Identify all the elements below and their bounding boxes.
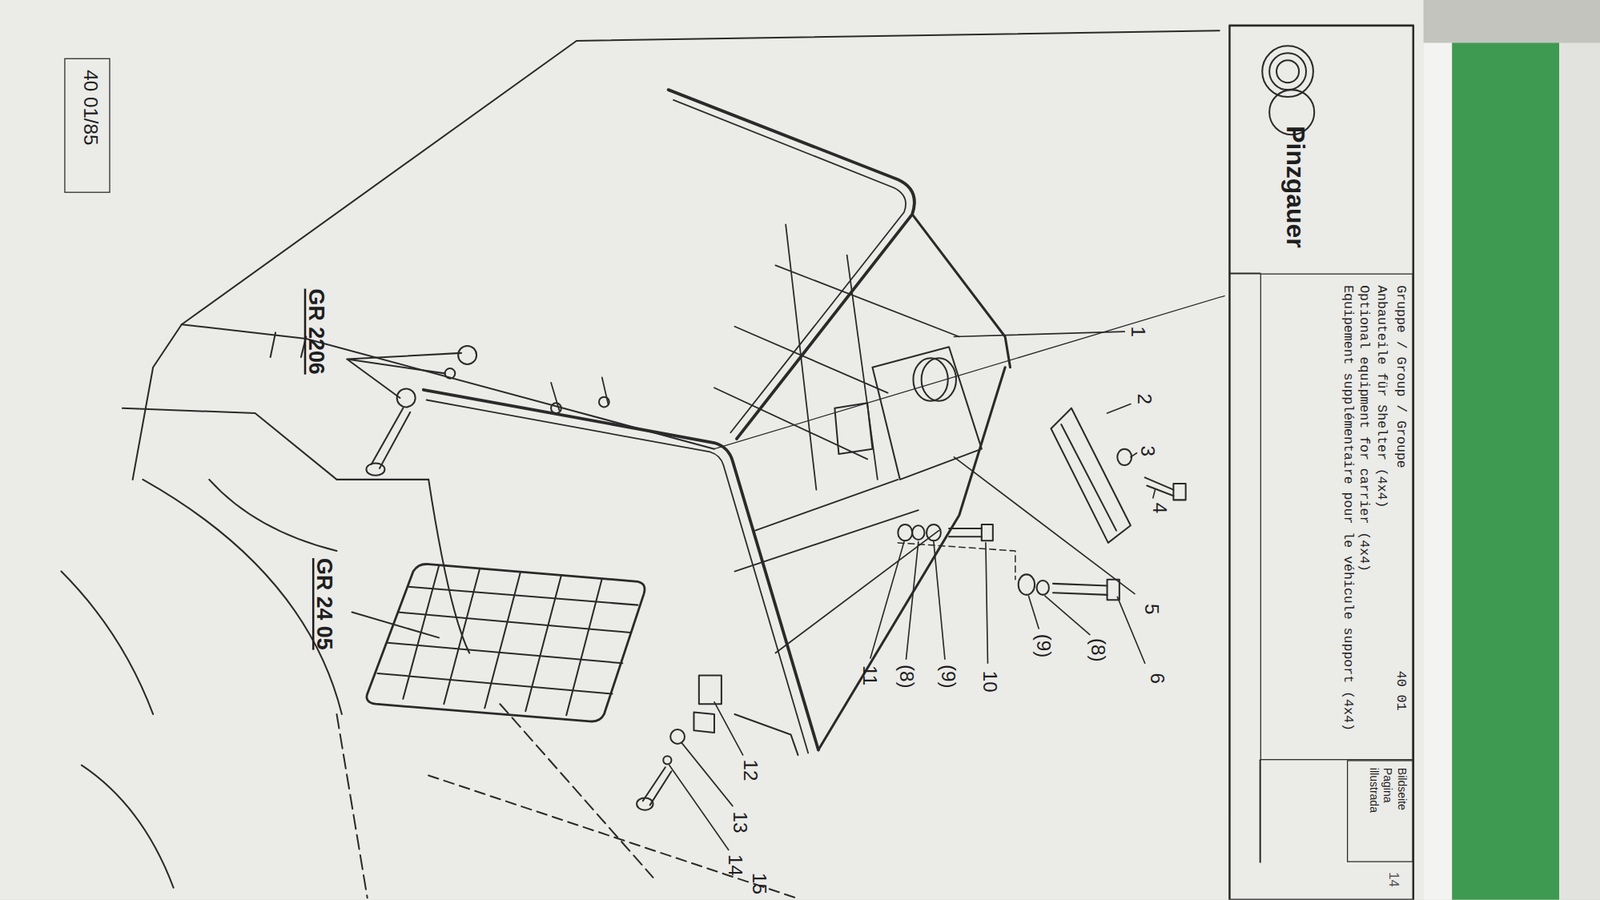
callout-number: (9) bbox=[936, 664, 960, 689]
group-reference: GR 2206 bbox=[304, 289, 330, 375]
brand-name: Pinzgauer bbox=[1279, 125, 1312, 266]
rotated-text-frame: Gruppe / Group / Groupe 40 01Anbauteile f… bbox=[1261, 274, 1415, 762]
group-title: Anbauteile für Shelter (4x4) bbox=[1371, 285, 1389, 752]
rotated-text-frame: Bildseite Pagina illustrada bbox=[1347, 761, 1415, 864]
callout-number: 2 bbox=[1132, 393, 1155, 404]
callout-number: 5 bbox=[1139, 603, 1162, 615]
title-block-cell: Bildseite Pagina illustrada bbox=[1346, 759, 1414, 862]
callout-number: 6 bbox=[1145, 673, 1169, 684]
title-block-cell: Pinzgauer bbox=[1229, 25, 1413, 274]
group-title: Equipement supplémentaire pour le véhicu… bbox=[1338, 285, 1356, 752]
page-type: Bildseite Pagina illustrada bbox=[1366, 767, 1409, 839]
callout-number: 4 bbox=[1148, 502, 1171, 514]
callout-number: (8) bbox=[894, 664, 917, 689]
page-code-box: 40 01/85 bbox=[64, 58, 110, 193]
group-title: Gruppe / Group / Groupe bbox=[1391, 285, 1409, 469]
callout-number: 11 bbox=[858, 665, 881, 686]
group-title: Optional equipment for carrier (4x4) bbox=[1354, 285, 1372, 752]
callout-number: 3 bbox=[1135, 445, 1158, 456]
callout-number: 13 bbox=[728, 812, 752, 834]
callout-number: 10 bbox=[978, 671, 1002, 693]
group-row: Gruppe / Group / Groupe 40 01 bbox=[1391, 285, 1409, 752]
rotated-text-frame: Pinzgauer bbox=[1229, 25, 1413, 274]
group-reference: GR 24 05 bbox=[312, 558, 338, 651]
callout-number: 1 bbox=[1126, 325, 1150, 337]
callout-number: (9) bbox=[1031, 634, 1054, 659]
callout-number: 15 bbox=[747, 872, 771, 895]
rotated-text-frame: 40 01/85 bbox=[65, 59, 112, 194]
callout-number: 12 bbox=[739, 759, 762, 782]
page-code: 40 01/85 bbox=[77, 69, 102, 189]
callout-number: 14 bbox=[723, 854, 746, 877]
callout-number: (8) bbox=[1086, 638, 1110, 663]
title-block-cell: Gruppe / Group / Groupe 40 01Anbauteile f… bbox=[1260, 273, 1414, 760]
page-number: 14 bbox=[1386, 872, 1402, 887]
group-title: 40 01 bbox=[1391, 670, 1409, 711]
